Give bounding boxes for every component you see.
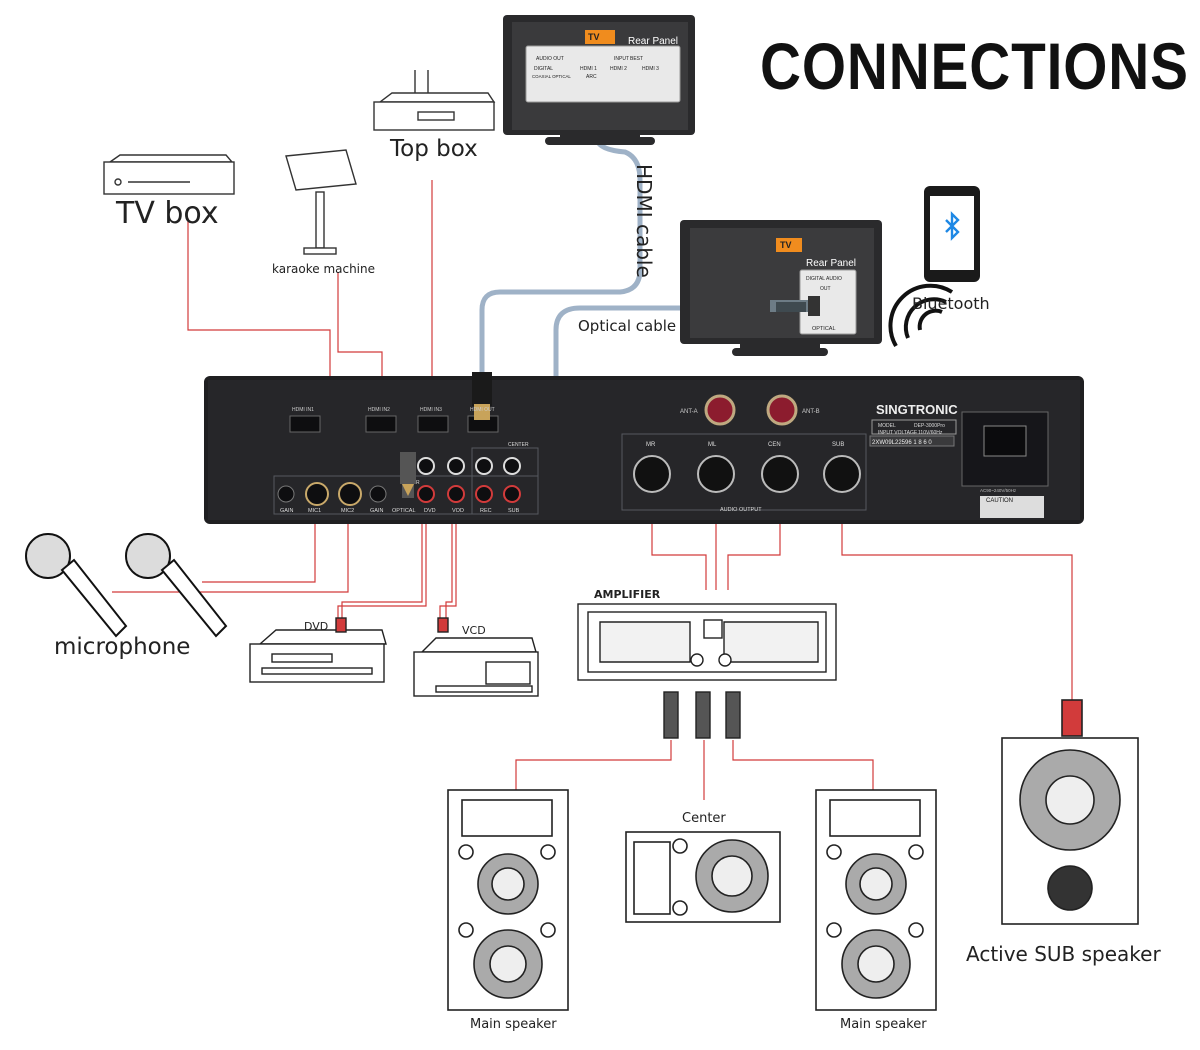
out-mr-label: MR — [646, 442, 656, 448]
tv1-rear-panel: Rear Panel — [628, 36, 678, 47]
tv1-hdmi1: HDMI 1 — [580, 66, 597, 72]
gain1-label: GAIN — [280, 508, 293, 514]
amplifier-label: AMPLIFIER — [594, 588, 661, 601]
page-title: CONNECTIONS — [760, 29, 1189, 103]
tv1-best: BEST — [630, 56, 643, 62]
out-sub-label: SUB — [832, 442, 844, 448]
tv1-arc: ARC — [586, 74, 597, 80]
tv-box-label: TV box — [116, 196, 219, 231]
tv1-digital: DIGITAL — [534, 66, 553, 72]
main-speaker-right — [815, 789, 937, 1011]
tv2-optical: OPTICAL — [812, 326, 836, 332]
tv2-badge: TV — [780, 240, 792, 250]
optical-tv-plug — [776, 302, 806, 312]
tv1-hdmi2: HDMI 2 — [610, 66, 627, 72]
mixer-voltage-label: INPUT VOLTAGE — [878, 430, 918, 436]
mic1-cable — [202, 505, 316, 583]
dvd-device — [249, 617, 387, 683]
amp-right-cable — [732, 740, 874, 790]
ant-a-label: ANT-A — [680, 409, 698, 415]
hdmi-out-label: HDMI OUT — [470, 407, 495, 413]
dvd-label: DVD — [304, 620, 329, 633]
main-speaker-left — [447, 789, 569, 1011]
out-ml-label: ML — [708, 442, 717, 448]
mixer-model-label: MODEL — [878, 423, 896, 429]
tv1-audio-out: AUDIO OUT — [536, 56, 564, 62]
amp-left-cable — [515, 740, 672, 790]
top-box-label: Top box — [390, 136, 478, 162]
center-port-label: CENTER — [508, 442, 529, 448]
hdmi-cable-line — [479, 119, 643, 375]
active-sub-speaker — [1001, 699, 1139, 925]
ant-b-label: ANT-B — [802, 409, 820, 415]
amplifier-device — [577, 603, 837, 739]
mixer-caution: CAUTION — [986, 498, 1013, 504]
tv2-out: OUT — [820, 286, 831, 292]
tv-box-device — [103, 154, 235, 195]
mixer-power-rating: AC90~240V/50Hz — [980, 488, 1017, 493]
active-sub-label: Active SUB speaker — [966, 942, 1161, 966]
tv1-badge: TV — [588, 32, 600, 42]
hdmi-plug — [472, 372, 492, 420]
optical-plug — [400, 452, 416, 496]
gain2-label: GAIN — [370, 508, 383, 514]
vcd-cable-a — [445, 500, 453, 618]
hdmi-in3-label: HDMI IN3 — [420, 407, 442, 413]
mic1-label: MIC1 — [308, 508, 321, 514]
dvd-port-label: DVD — [424, 508, 436, 514]
l-label: L — [418, 466, 421, 472]
mixer-model-value: DEP-3000Pro — [914, 423, 945, 429]
tv1-coaxial-optical: COAXIAL OPTICAL — [532, 74, 571, 79]
vcd-label: VCD — [462, 624, 486, 637]
tv2-digital-audio: DIGITAL AUDIO — [806, 276, 842, 282]
mr-cable — [651, 508, 707, 590]
center-speaker-label: Center — [682, 811, 726, 826]
mic2-label: MIC2 — [341, 508, 354, 514]
main-speaker-right-label: Main speaker — [840, 1017, 927, 1032]
tv1-input: INPUT — [614, 56, 629, 62]
mixer-unit — [204, 376, 1084, 524]
bluetooth-label: Bluetooth — [912, 294, 990, 313]
rec-port-label: REC — [480, 508, 492, 514]
hdmi-cable-label: HDMI cable — [632, 164, 656, 278]
vcd-device — [413, 617, 539, 697]
top-box-device — [373, 70, 496, 131]
hdmi-in2-label: HDMI IN2 — [368, 407, 390, 413]
vod-port-label: VOD — [452, 508, 464, 514]
mixer-brand: SINGTRONIC — [876, 402, 958, 417]
r-label: R — [416, 480, 420, 486]
microphone-icons — [25, 533, 228, 638]
tv-top — [503, 15, 695, 145]
cen-cable — [727, 508, 781, 590]
center-speaker — [625, 831, 781, 923]
optical-label: OPTICAL — [392, 508, 416, 514]
dvd-cable-a — [341, 500, 423, 618]
tv-right — [680, 220, 882, 356]
mixer-voltage-value: 110V/60Hz — [918, 430, 943, 436]
microphone-label: microphone — [54, 634, 191, 660]
out-cen-label: CEN — [768, 442, 781, 448]
tv1-hdmi3: HDMI 3 — [642, 66, 659, 72]
hdmi-in1-label: HDMI IN1 — [292, 407, 314, 413]
audio-output-label: AUDIO OUTPUT — [720, 507, 762, 513]
phone-bluetooth — [888, 186, 980, 348]
karaoke-stand-device — [285, 149, 357, 255]
tv2-rear-panel: Rear Panel — [806, 258, 856, 269]
tvbox-cable — [187, 218, 331, 404]
mixer-serial: 2XW09L22596 1 8 6 0 — [872, 440, 932, 446]
sub-cable — [841, 508, 1073, 700]
main-speaker-left-label: Main speaker — [470, 1017, 557, 1032]
optical-cable-label: Optical cable — [578, 317, 677, 335]
sub-port-label: SUB — [508, 508, 520, 514]
karaoke-machine-label: karaoke machine — [272, 262, 376, 276]
